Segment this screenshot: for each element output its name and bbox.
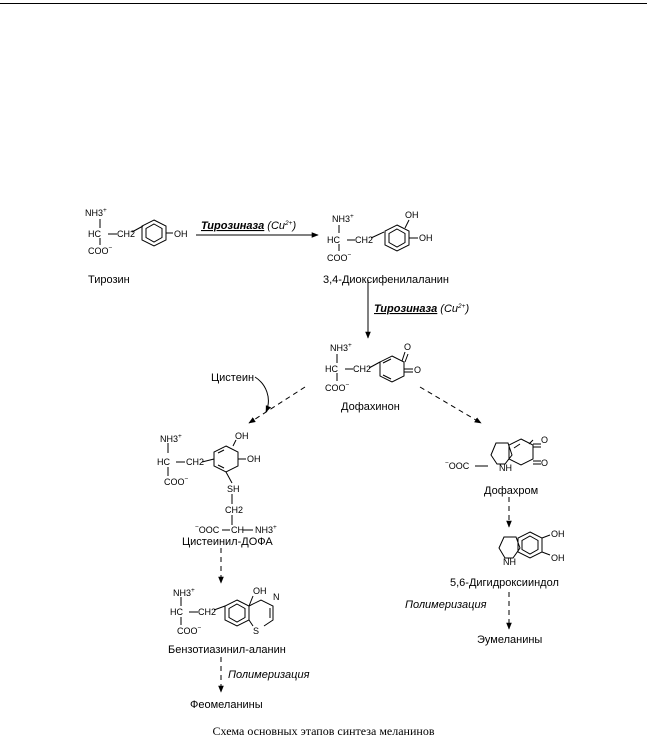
- dopaquinone-to-dopachrome-arrow: [419, 386, 482, 424]
- cysteine-curved-arrow: [254, 376, 272, 413]
- dopa-nh3-label: NH3+: [332, 213, 354, 224]
- eumelanins-label: Эумеланины: [477, 634, 542, 646]
- pheomelanins-label: Феомеланины: [190, 699, 263, 711]
- cysteinyl-ch-label: CH: [231, 525, 244, 535]
- dopa-coo-label: COO−: [327, 252, 352, 263]
- cysteinyl-oh-right-label: OH: [247, 454, 261, 464]
- cysteinyl-dopa-structure: [167, 439, 253, 531]
- benzothiazinyl-hc-label: HC: [170, 607, 183, 617]
- dopachrome-o2-label: O: [541, 458, 548, 468]
- dihydroxyindole-oh5-label: OH: [551, 529, 565, 539]
- dopaquinone-to-cysteinyl-arrow: [248, 386, 306, 424]
- dopa-hc-label: HC: [327, 235, 340, 245]
- top-rule: [0, 3, 647, 4]
- dihydroxyindole-oh6-label: OH: [551, 553, 565, 563]
- dopaquinone-hc-label: HC: [325, 364, 338, 374]
- benzothiazinyl-alanine-label: Бензотиазинил-аланин: [168, 644, 286, 656]
- tyrosine-coo-label: COO−: [88, 245, 113, 256]
- dopachrome-ooc-label: −OOC: [445, 460, 470, 471]
- benzothiazinyl-nh3-label: NH3+: [173, 587, 195, 598]
- enzyme-label-1: Тирозиназа(Cu2+): [201, 220, 296, 232]
- cysteinyl-hc-label: HC: [157, 457, 170, 467]
- dihydroxyindole-structure: [498, 531, 551, 559]
- benzothiazinyl-n-label: N: [273, 592, 280, 602]
- tyrosine-hc-label: HC: [88, 229, 101, 239]
- dopa-oh3-label: OH: [405, 210, 419, 220]
- cysteinyl-oh-top-label: OH: [235, 431, 249, 441]
- dopaquinone-coo-label: COO−: [325, 382, 350, 393]
- dopaquinone-ch2-label: CH2: [353, 364, 371, 374]
- tyrosine-structure: [99, 219, 173, 247]
- dopa-label: 3,4-Диоксифенилаланин: [323, 274, 449, 286]
- cysteinyl-ooc-label: −OOC: [195, 524, 220, 535]
- reaction-arrows: [196, 232, 512, 693]
- dihydroxyindole-label: 5,6-Дигидроксииндол: [450, 577, 559, 589]
- dopa-structure: [338, 219, 418, 252]
- tyrosine-ch2-label: CH2: [117, 229, 135, 239]
- tyrosine-nh3-label: NH3+: [85, 207, 107, 218]
- dopaquinone-label: Дофахинон: [341, 401, 400, 413]
- dopaquinone-o4-label: O: [414, 365, 421, 375]
- cysteinyl-sh-label: SH: [227, 484, 240, 494]
- dopa-ch2-label: CH2: [355, 235, 373, 245]
- dopachrome-nh-label: NH: [499, 463, 512, 473]
- dopaquinone-structure: [336, 351, 413, 383]
- cysteinyl-coo-label: COO−: [164, 476, 189, 487]
- benzothiazinyl-oh-label: OH: [253, 586, 267, 596]
- polymerization-label-left: Полимеризация: [228, 669, 310, 681]
- cysteinyl-ch2-lower-label: CH2: [225, 505, 243, 515]
- benzothiazinyl-alanine-structure: [180, 595, 274, 627]
- dopachrome-structure: [475, 438, 541, 467]
- polymerization-label-right: Полимеризация: [405, 599, 487, 611]
- dopaquinone-nh3-label: NH3+: [330, 342, 352, 353]
- enzyme-label-2: Тирозиназа(Cu2+): [374, 303, 469, 315]
- dopachrome-label: Дофахром: [484, 485, 538, 497]
- dopaquinone-o3-label: O: [404, 342, 411, 352]
- cysteinyl-dopa-label: Цистеинил-ДОФА: [182, 536, 273, 548]
- cysteine-label: Цистеин: [211, 372, 254, 384]
- dihydroxyindole-nh-label: NH: [503, 557, 516, 567]
- cysteinyl-nh3-label: NH3+: [160, 433, 182, 444]
- tyrosine-oh-label: OH: [174, 229, 188, 239]
- benzothiazinyl-s-label: S: [253, 626, 259, 636]
- cysteinyl-nh3-lower-label: NH3+: [255, 524, 277, 535]
- benzothiazinyl-coo-label: COO−: [177, 625, 202, 636]
- tyrosine-label: Тирозин: [88, 274, 130, 286]
- benzothiazinyl-ch2-label: CH2: [198, 607, 216, 617]
- cysteinyl-ch2-label: CH2: [186, 457, 204, 467]
- figure-caption: Схема основных этапов синтеза меланинов: [212, 724, 435, 738]
- dopachrome-o1-label: O: [541, 435, 548, 445]
- dopa-oh4-label: OH: [419, 233, 433, 243]
